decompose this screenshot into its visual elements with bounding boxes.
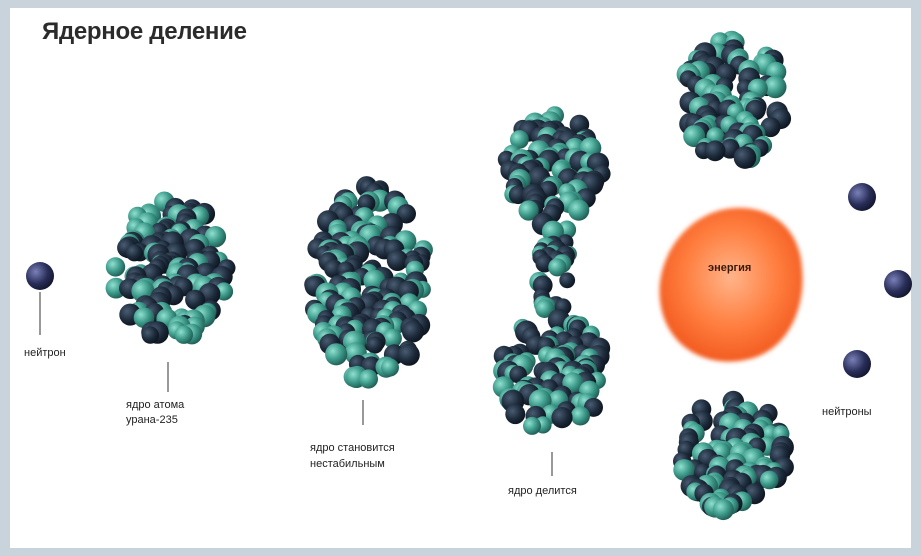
nucleon-ball — [551, 407, 572, 428]
leader-lines — [40, 292, 552, 476]
incoming-neutron — [26, 262, 54, 290]
label-unstable-line2: нестабильным — [310, 457, 385, 472]
released-neutron-2 — [884, 270, 912, 298]
nucleon-ball — [359, 369, 378, 388]
label-energy: энергия — [708, 262, 751, 274]
label-neutron: нейтрон — [24, 346, 66, 361]
nucleon-ball — [713, 499, 734, 520]
nucleon-ball — [366, 336, 383, 353]
nucleon-ball — [175, 326, 193, 344]
nucleon-ball — [734, 146, 757, 169]
nucleon-ball — [705, 140, 726, 161]
label-unstable-line1: ядро становится — [310, 441, 395, 456]
nucleon-ball — [325, 343, 347, 365]
nucleon-ball — [402, 320, 424, 342]
nucleon-ball — [106, 257, 125, 276]
nucleon-ball — [126, 244, 143, 261]
uranium-nucleus — [106, 192, 236, 345]
unstable-nucleus — [304, 176, 433, 389]
nucleon-ball — [381, 359, 399, 377]
nucleon-ball — [760, 471, 779, 490]
nucleon-ball — [505, 404, 525, 424]
label-neutrons: нейтроны — [822, 405, 872, 420]
fragment-bottom — [673, 391, 794, 520]
label-nucleus-line1: ядро атома — [126, 398, 184, 413]
nucleon-ball — [568, 200, 589, 221]
label-splits: ядро делится — [508, 484, 577, 499]
nucleon-ball — [387, 250, 408, 271]
released-neutron-3 — [843, 350, 871, 378]
nucleon-ball — [398, 344, 420, 366]
nucleon-ball — [523, 417, 541, 435]
label-nucleus-line2: урана-235 — [126, 413, 178, 428]
energy-burst — [660, 208, 803, 362]
splitting-nucleus — [493, 106, 611, 435]
nucleon-ball — [571, 406, 590, 425]
released-neutron-1 — [848, 183, 876, 211]
nucleon-ball — [142, 326, 159, 343]
fragment-top — [677, 31, 791, 169]
nucleon-ball — [559, 272, 575, 288]
